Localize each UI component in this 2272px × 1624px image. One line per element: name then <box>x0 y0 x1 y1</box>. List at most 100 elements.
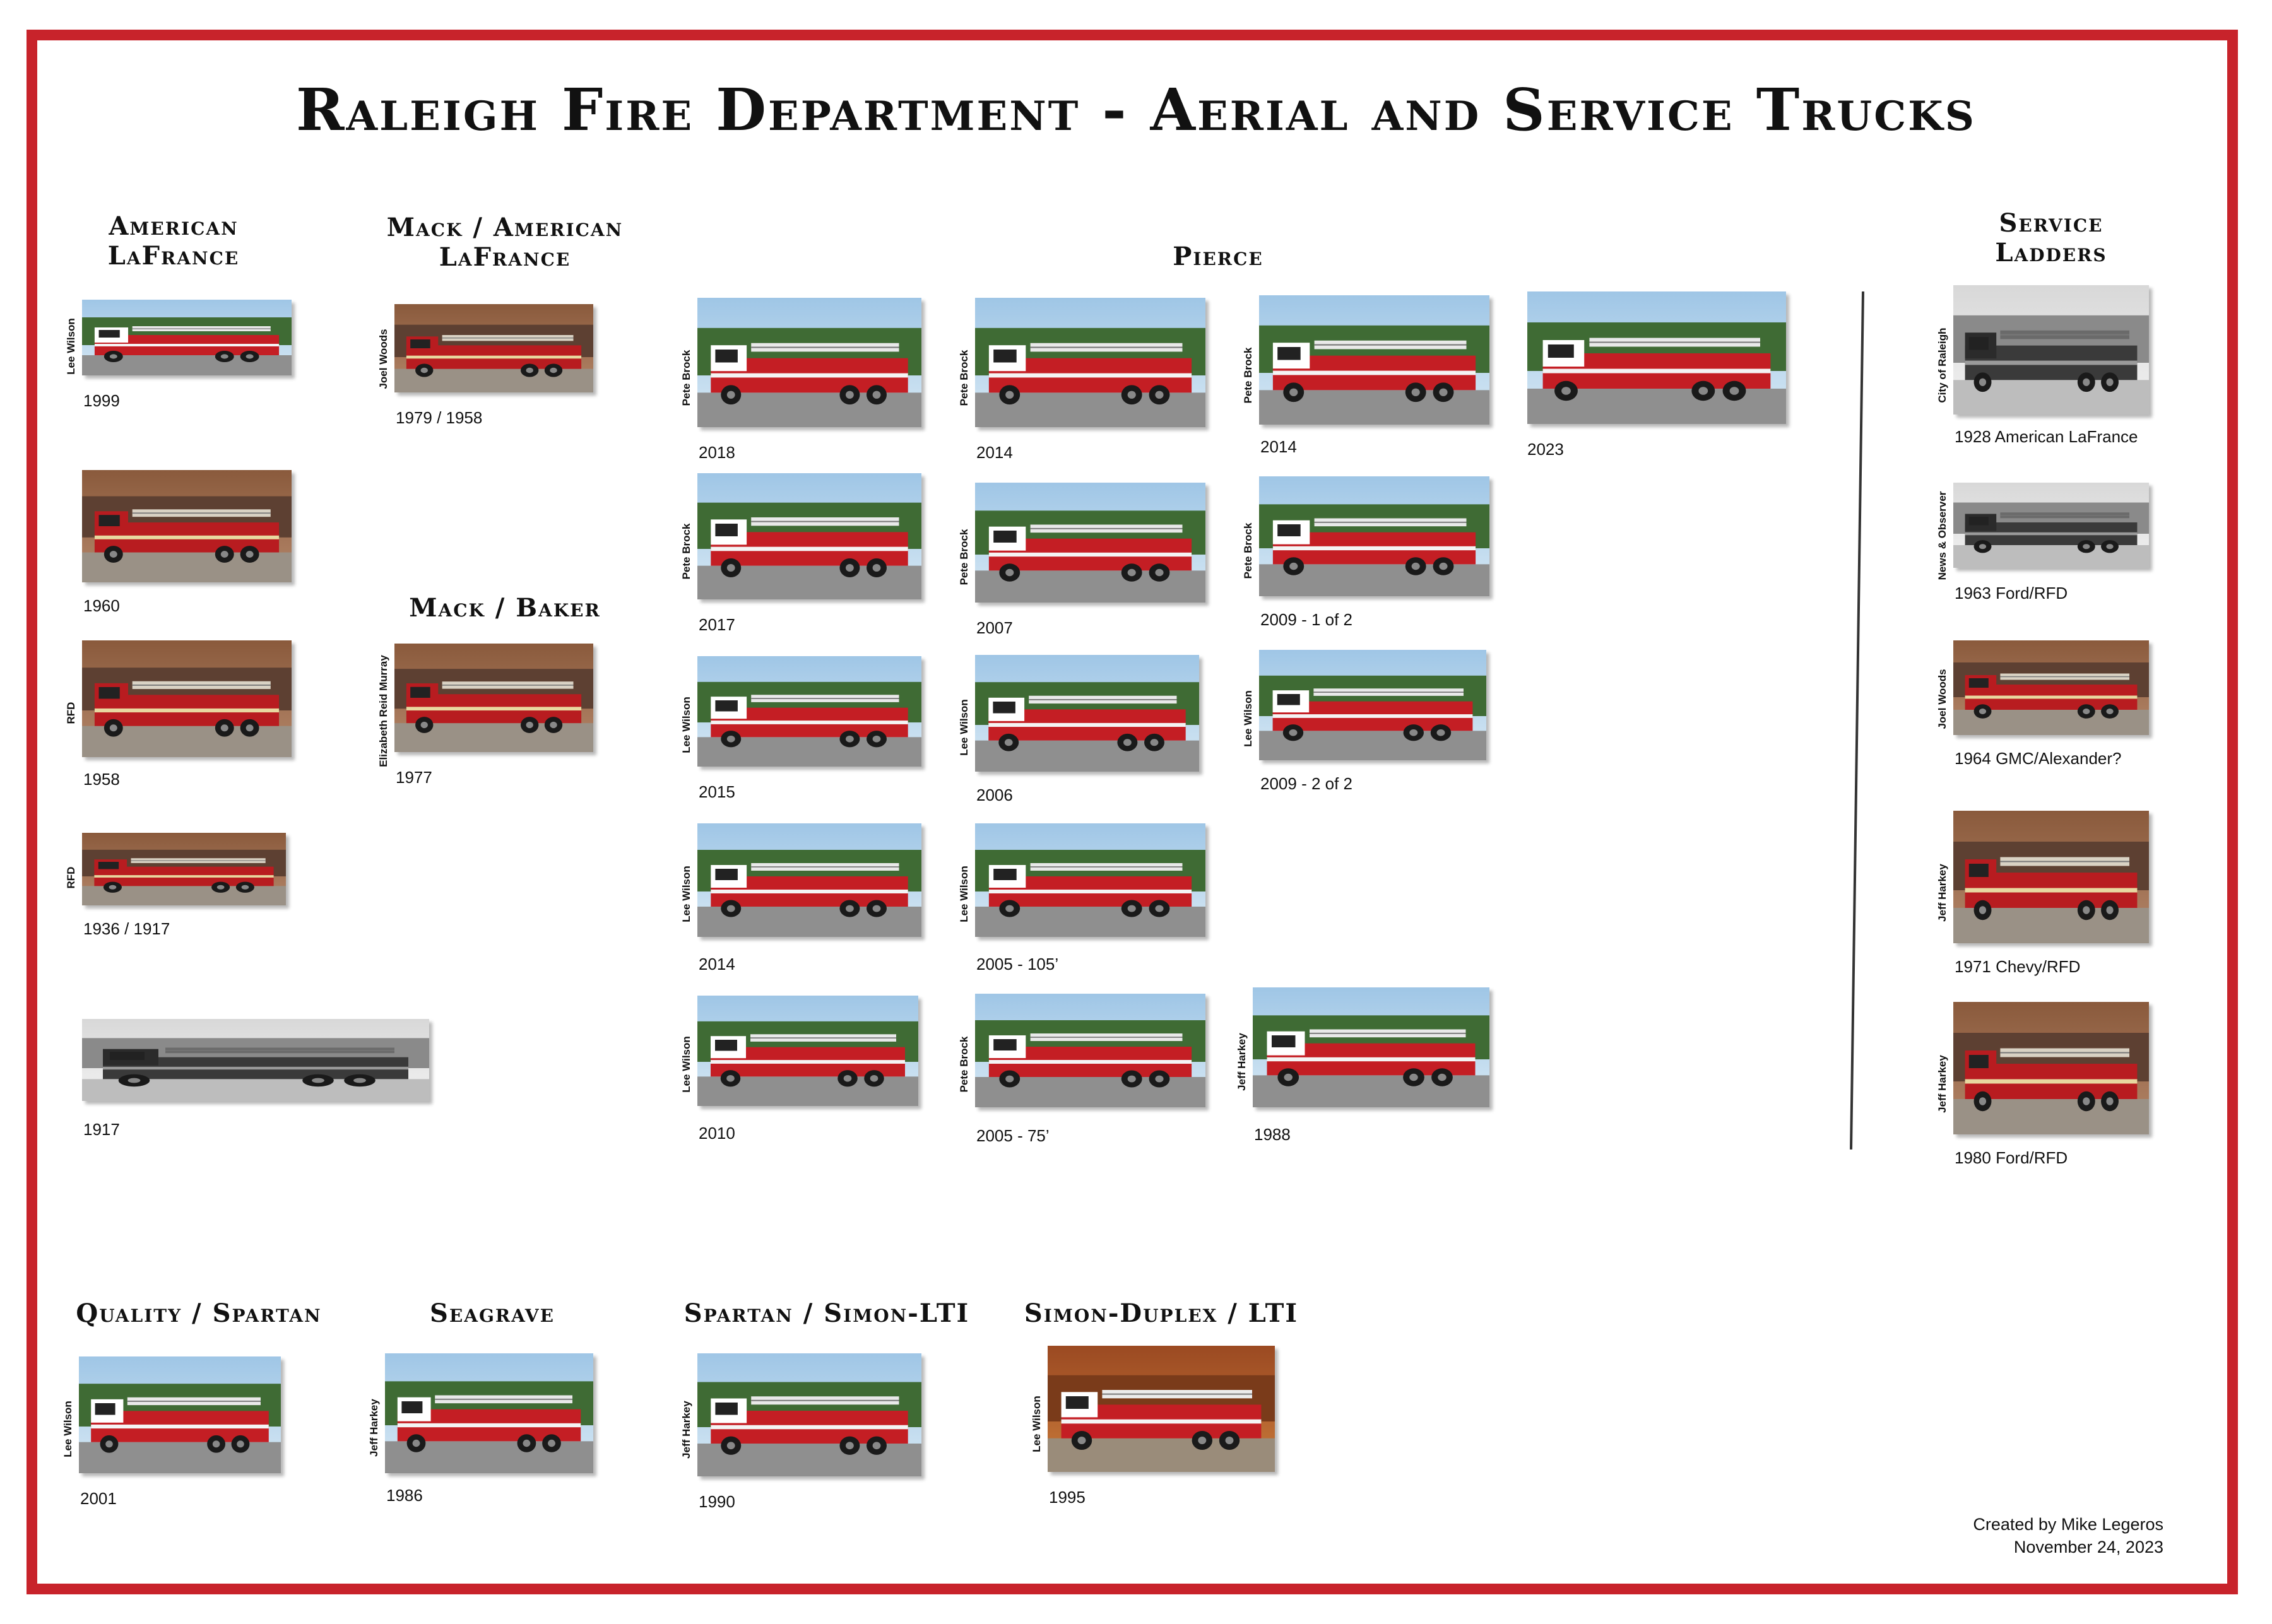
truck-photo <box>1048 1346 1275 1472</box>
heading-quality-spartan: Quality / Spartan <box>76 1298 322 1328</box>
photo-credit: Lee Wilson <box>65 318 77 375</box>
truck-photo <box>697 656 921 767</box>
truck-photo <box>79 1356 281 1473</box>
photo-credit: RFD <box>65 702 77 724</box>
truck-photo <box>82 300 292 375</box>
photo-caption: 1963 Ford/RFD <box>1955 584 2068 603</box>
heading-spartan-simon-lti: Spartan / Simon-LTI <box>683 1298 970 1328</box>
photo-credit: Pete Brock <box>1242 347 1254 404</box>
truck-photo <box>697 1353 921 1476</box>
photo-credit: Lee Wilson <box>680 696 692 753</box>
photo-credit: Pete Brock <box>680 350 692 406</box>
photo-caption: 1958 <box>83 770 120 789</box>
heading-pierce: Pierce <box>1173 242 1263 271</box>
photo-caption: 2005 - 105’ <box>976 955 1059 974</box>
photo-caption: 2010 <box>699 1124 735 1143</box>
photo-credit: Elizabeth Reid Murray <box>377 654 389 767</box>
photo-credit: Jeff Harkey <box>1236 1032 1248 1091</box>
photo-caption: 2018 <box>699 443 735 462</box>
truck-photo <box>975 298 1205 427</box>
photo-credit: Pete Brock <box>958 1036 970 1093</box>
truck-photo <box>1953 811 2149 943</box>
truck-photo <box>82 833 286 905</box>
truck-photo <box>394 644 593 752</box>
truck-photo <box>697 823 921 937</box>
truck-photo <box>82 1019 429 1101</box>
photo-caption: 1936 / 1917 <box>83 919 170 938</box>
photo-credit: Pete Brock <box>1242 522 1254 579</box>
truck-photo <box>697 298 921 427</box>
truck-photo <box>975 823 1205 937</box>
photo-caption: 1988 <box>1254 1125 1291 1144</box>
photo-caption: 2015 <box>699 782 735 801</box>
photo-credit: Jeff Harkey <box>1936 1055 1948 1114</box>
photo-caption: 2009 - 2 of 2 <box>1260 774 1352 793</box>
footer-date: November 24, 2023 <box>2013 1538 2163 1556</box>
photo-caption: 2005 - 75’ <box>976 1126 1050 1145</box>
photo-credit: Jeff Harkey <box>680 1401 692 1459</box>
photo-credit: City of Raleigh <box>1936 327 1948 403</box>
photo-caption: 1977 <box>396 768 432 787</box>
truck-photo <box>975 655 1199 772</box>
photo-caption: 2023 <box>1527 440 1564 459</box>
truck-photo <box>1527 291 1786 424</box>
photo-caption: 1960 <box>83 596 120 615</box>
photo-caption: 2006 <box>976 786 1013 804</box>
heading-simon-duplex-lti: Simon-Duplex / LTI <box>1024 1298 1299 1328</box>
photo-caption: 2009 - 1 of 2 <box>1260 610 1352 629</box>
photo-caption: 2007 <box>976 618 1013 637</box>
truck-photo <box>385 1353 593 1473</box>
truck-photo <box>697 473 921 599</box>
photo-credit: Lee Wilson <box>680 865 692 922</box>
truck-photo <box>1259 476 1489 596</box>
heading-seagrave: Seagrave <box>430 1298 555 1328</box>
heading-mack-american-lafrance: Mack / American LaFrance <box>386 213 624 272</box>
photo-credit: Pete Brock <box>958 529 970 585</box>
photo-caption: 1979 / 1958 <box>396 408 483 427</box>
photo-caption: 2014 <box>1260 437 1297 456</box>
truck-photo <box>1953 483 2149 568</box>
photo-caption: 1917 <box>83 1120 120 1139</box>
photo-caption: 1986 <box>386 1486 423 1505</box>
photo-credit: Joel Woods <box>377 329 389 389</box>
photo-credit: Pete Brock <box>680 523 692 580</box>
photo-caption: 1990 <box>699 1492 735 1511</box>
photo-credit: Jeff Harkey <box>368 1398 380 1457</box>
footer-creator: Created by Mike Legeros <box>1973 1515 2163 1534</box>
photo-caption: 1995 <box>1049 1488 1086 1507</box>
truck-photo <box>697 996 918 1106</box>
footer-credits: Created by Mike Legeros November 24, 202… <box>1973 1513 2163 1558</box>
truck-photo <box>82 470 292 582</box>
truck-photo <box>975 483 1205 603</box>
photo-caption: 2001 <box>80 1489 117 1508</box>
truck-photo <box>1953 1002 2149 1134</box>
photo-caption: 1928 American LaFrance <box>1955 427 2138 446</box>
photo-caption: 1971 Chevy/RFD <box>1955 957 2081 976</box>
photo-caption: 1964 GMC/Alexander? <box>1955 749 2122 768</box>
photo-credit: Lee Wilson <box>1242 690 1254 747</box>
truck-photo <box>1259 650 1486 760</box>
photo-credit: RFD <box>65 866 77 889</box>
poster-frame <box>27 30 2238 1594</box>
photo-credit: Pete Brock <box>958 350 970 406</box>
photo-credit: Jeff Harkey <box>1936 864 1948 922</box>
poster-title: Raleigh Fire Department - Aerial and Ser… <box>296 76 1976 144</box>
photo-credit: Joel Woods <box>1936 669 1948 729</box>
heading-service-ladders: Service Ladders <box>1995 208 2107 268</box>
photo-caption: 1980 Ford/RFD <box>1955 1148 2068 1167</box>
photo-credit: Lee Wilson <box>680 1035 692 1093</box>
truck-photo <box>1953 285 2149 415</box>
photo-credit: Lee Wilson <box>958 698 970 756</box>
truck-photo <box>1953 640 2149 735</box>
heading-mack-baker: Mack / Baker <box>409 593 601 623</box>
photo-caption: 2014 <box>976 443 1013 462</box>
truck-photo <box>1253 987 1489 1107</box>
heading-american-lafrance: American LaFrance <box>107 211 240 271</box>
photo-credit: News & Observer <box>1936 491 1948 580</box>
truck-photo <box>394 304 593 392</box>
photo-credit: Lee Wilson <box>1031 1396 1043 1452</box>
photo-caption: 2017 <box>699 615 735 634</box>
photo-credit: Lee Wilson <box>958 865 970 922</box>
truck-photo <box>975 994 1205 1107</box>
photo-credit: Lee Wilson <box>62 1400 74 1457</box>
